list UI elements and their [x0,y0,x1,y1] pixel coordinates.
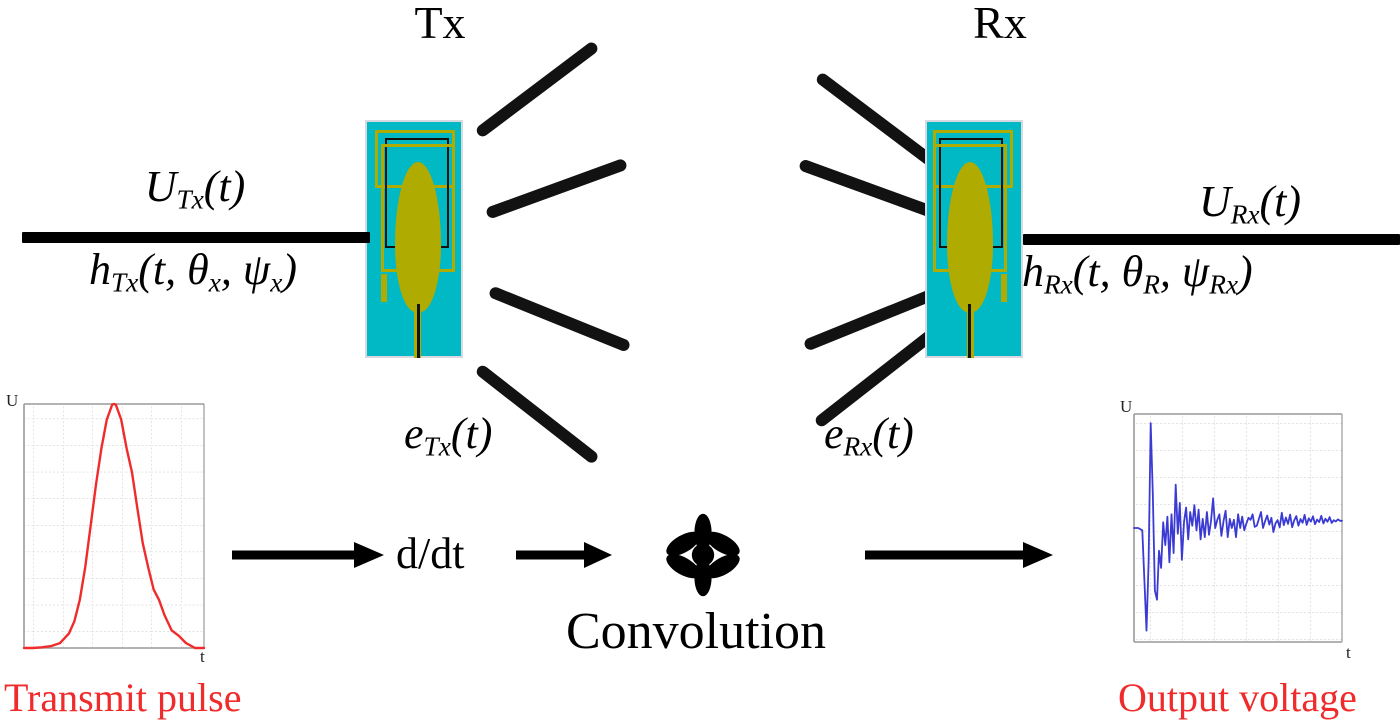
tx-numerator-arg: (t) [203,162,246,211]
rx-numerator-subscript: Rx [1230,199,1260,230]
tx-radiation-arg: (t) [450,409,493,458]
tx-denominator-arg: (t, θ [138,245,209,294]
tx-feed-line-core [417,304,420,358]
rx-denominator-subscript: Rx [1044,269,1073,300]
tx-denominator-close: ) [282,245,297,294]
rx-radiation-label: eRx(t) [824,412,914,461]
rx-denominator-arg: (t, θ [1072,247,1144,296]
tx-transfer-function: UTx(t) [20,165,370,214]
transmit-pulse-plot: U t [4,391,212,666]
rx-fraction-bar [1023,234,1400,245]
tx-denominator-subscript: Tx [111,267,139,298]
tx-psi-subscript: x [270,267,283,298]
rx-ray-1 [814,71,940,170]
transmit-pulse-svg [22,402,206,650]
tx-numerator-symbol: U [144,162,177,211]
tx-ray-1 [474,40,600,139]
tx-ray-4 [474,363,600,466]
tx-theta-subscript: x [208,267,221,298]
output-voltage-ylabel: U [1120,397,1133,416]
tx-ray-2 [484,157,629,220]
rx-denominator-close: ) [1238,247,1253,296]
transmit-pulse-ylabel: U [6,391,19,410]
tx-impulse-response: hTx(t, θx, ψx) [8,248,378,297]
tx-denominator-arg2: , ψ [220,245,271,294]
rx-radiation-symbol: e [824,409,844,458]
tx-ray-3 [487,285,632,353]
arrow-derivative-to-convolution [516,540,614,570]
transmit-pulse-trace [22,402,206,650]
tx-antenna [365,120,463,358]
rx-title: Rx [973,0,1027,48]
rx-radiation-subscript: Rx [843,431,873,462]
rx-denominator-symbol: h [1022,247,1044,296]
output-voltage-xlabel: t [1346,643,1351,662]
rx-theta-subscript: R [1143,269,1160,300]
convolution-symbol [660,512,746,602]
tx-denominator-symbol: h [89,245,111,294]
tx-radiation-label: eTx(t) [404,412,492,461]
tx-radiation-symbol: e [404,409,424,458]
rx-impulse-response: hRx(t, θR, ψRx) [1022,250,1400,299]
transmit-pulse-xlabel: t [200,647,205,666]
output-voltage-trace [1133,422,1343,632]
derivative-operator: d/dt [396,529,465,578]
rx-numerator-arg: (t) [1259,177,1302,226]
tx-numerator-subscript: Tx [176,184,204,215]
output-voltage-plot: U t [1118,396,1363,664]
rx-numerator-symbol: U [1198,177,1231,226]
tx-feed-stub [381,274,387,302]
rx-feed-stub [1001,274,1007,302]
rx-antenna [925,120,1023,358]
output-voltage-svg [1133,413,1343,643]
rx-denominator-arg2: , ψ [1159,247,1210,296]
rx-psi-subscript: Rx [1209,269,1239,300]
tx-fraction-bar [22,232,370,243]
rx-numerator: URx(t) [1100,180,1400,229]
arrow-convolution-to-output [865,540,1055,570]
tx-denominator: hTx(t, θx, ψx) [8,248,378,297]
tx-radiation-subscript: Tx [423,431,451,462]
output-voltage-caption: Output voltage [1118,675,1357,720]
tx-numerator: UTx(t) [20,165,370,214]
rx-feed-line-core [968,304,971,358]
convolution-label: Convolution [566,603,827,660]
rx-ray-2 [797,158,942,221]
rx-denominator: hRx(t, θR, ψRx) [1022,250,1400,299]
arrow-pulse-to-derivative [232,540,386,570]
convolution-asterisk-svg [666,513,740,597]
rx-transfer-function: URx(t) [1100,180,1400,229]
transmit-pulse-caption: Transmit pulse [4,675,242,720]
tx-radiating-patch [395,162,441,312]
tx-title: Tx [414,0,466,48]
rx-radiation-arg: (t) [872,409,914,458]
